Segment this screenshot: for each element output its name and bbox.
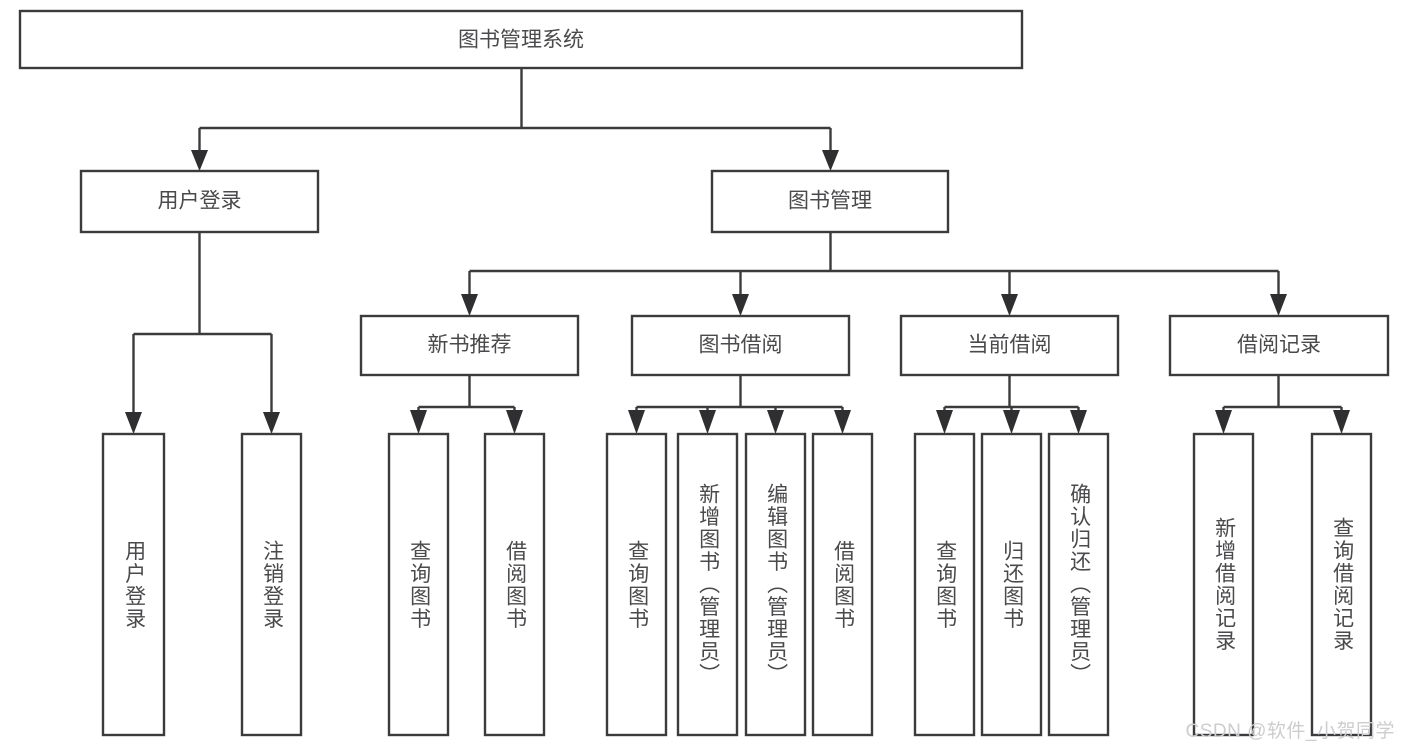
arrow-head-book-management (822, 150, 839, 171)
node-root[interactable]: 图书管理系统 (18, 9, 1024, 70)
node-current-borrow-box[interactable] (899, 314, 1120, 377)
connector-group-book-borrow-children (628, 375, 851, 434)
node-leaf-confirm-return-admin-box[interactable] (1047, 432, 1110, 737)
node-leaf-query-book-current-box[interactable] (913, 432, 976, 737)
node-borrow-record-label: 借阅记录 (1237, 334, 1321, 357)
node-user-login-box[interactable] (79, 169, 320, 234)
node-leaf-add-book-admin-box[interactable] (676, 432, 739, 737)
node-root-box[interactable] (18, 9, 1024, 70)
arrow-head-leaf-confirm-return-admin (1070, 410, 1087, 434)
arrow-head-leaf-return-book (1003, 410, 1020, 434)
node-borrow-record-box[interactable] (1168, 314, 1390, 377)
arrow-head-leaf-borrow-book (834, 410, 851, 434)
node-leaf-user-login-box[interactable] (101, 432, 166, 737)
arrow-head-current-borrow (1001, 294, 1018, 316)
csdn-watermark: CSDN @软件_小贺同学 (1185, 721, 1395, 742)
node-new-book-recommend[interactable]: 新书推荐 (359, 314, 580, 377)
connector-group-root-to-level1 (191, 68, 839, 171)
node-user-login-label: 用户登录 (158, 190, 242, 213)
node-leaf-query-book-borrow-box[interactable] (605, 432, 668, 737)
node-user-login[interactable]: 用户登录 (79, 169, 320, 234)
node-leaf-add-borrow-record-box[interactable] (1192, 432, 1255, 737)
connector-group-new-book-recommend-children (410, 375, 523, 434)
node-new-book-recommend-box[interactable] (359, 314, 580, 377)
connector-group-current-borrow-children (936, 375, 1087, 434)
node-book-management[interactable]: 图书管理 (710, 169, 950, 234)
node-borrow-record[interactable]: 借阅记录 (1168, 314, 1390, 377)
arrow-head-user-login (191, 150, 208, 171)
arrow-head-leaf-query-book-borrow (628, 410, 645, 434)
connector-group-user-login-children (125, 232, 280, 434)
arrow-head-book-borrow (732, 294, 749, 316)
arrow-head-new-book-recommend (461, 294, 478, 316)
node-book-management-label: 图书管理 (788, 190, 872, 213)
node-book-borrow-label: 图书借阅 (699, 334, 783, 357)
node-new-book-recommend-label: 新书推荐 (428, 334, 512, 357)
connector-group-book-management-children (461, 232, 1287, 316)
node-leaf-return-book-box[interactable] (980, 432, 1043, 737)
leaf-box-group (101, 432, 1373, 737)
arrow-head-leaf-user-login (125, 412, 142, 434)
connector-group-borrow-record-children (1215, 375, 1350, 434)
arrow-head-leaf-query-book-recommend (410, 410, 427, 434)
node-leaf-query-book-recommend-box[interactable] (387, 432, 450, 737)
arrow-head-leaf-user-logout (263, 412, 280, 434)
arrow-head-leaf-query-book-current (936, 410, 953, 434)
node-leaf-borrow-book-recommend-box[interactable] (483, 432, 546, 737)
arrow-head-leaf-borrow-book-recommend (506, 410, 523, 434)
arrow-head-leaf-edit-book-admin (767, 410, 784, 434)
arrow-head-leaf-query-borrow-record (1333, 410, 1350, 434)
node-book-management-box[interactable] (710, 169, 950, 234)
node-leaf-edit-book-admin-box[interactable] (744, 432, 807, 737)
node-leaf-user-logout-box[interactable] (240, 432, 303, 737)
node-current-borrow-label: 当前借阅 (968, 334, 1052, 357)
node-current-borrow[interactable]: 当前借阅 (899, 314, 1120, 377)
node-book-borrow-box[interactable] (630, 314, 851, 377)
node-root-label: 图书管理系统 (458, 29, 584, 52)
node-leaf-borrow-book-box[interactable] (811, 432, 874, 737)
arrow-head-borrow-record (1270, 294, 1287, 316)
node-book-borrow[interactable]: 图书借阅 (630, 314, 851, 377)
node-leaf-query-borrow-record-box[interactable] (1310, 432, 1373, 737)
arrow-head-leaf-add-borrow-record (1215, 410, 1232, 434)
arrow-head-leaf-add-book-admin (699, 410, 716, 434)
